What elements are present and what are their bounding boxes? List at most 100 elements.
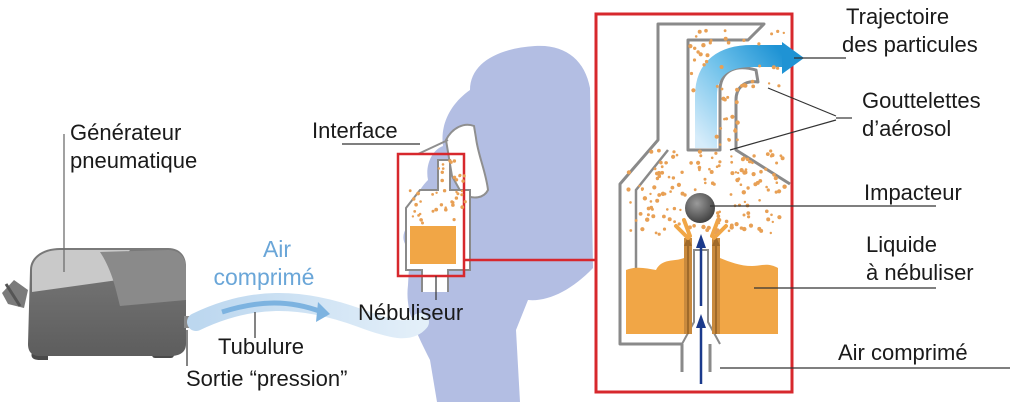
aerosol-droplet	[717, 217, 722, 223]
aerosol-droplet	[694, 35, 698, 38]
aerosol-droplet	[777, 84, 781, 88]
aerosol-droplet	[739, 183, 743, 186]
aerosol-droplet	[431, 193, 434, 196]
aerosol-droplet	[730, 114, 735, 119]
aerosol-droplet	[675, 153, 679, 157]
aerosol-droplet	[742, 83, 747, 88]
label-droplets-line2: d’aérosol	[862, 116, 952, 141]
aerosol-droplet	[730, 155, 733, 158]
aerosol-droplet	[626, 170, 632, 175]
aerosol-droplet	[672, 150, 676, 154]
aerosol-droplet	[742, 213, 746, 217]
aerosol-droplet	[758, 199, 761, 202]
aerosol-droplet	[413, 210, 417, 213]
aerosol-droplet	[759, 169, 763, 174]
aerosol-droplet	[782, 184, 787, 189]
aerosol-droplet	[773, 176, 778, 181]
aerosol-droplet	[688, 44, 693, 49]
aerosol-droplet	[719, 126, 723, 130]
aerosol-droplet	[671, 176, 676, 180]
aerosol-droplet	[640, 227, 645, 232]
aerosol-droplet	[642, 196, 648, 201]
aerosol-droplet	[689, 161, 693, 165]
label-particle-path-line2: des particules	[842, 32, 978, 57]
label-compressed-air-left-line2: comprimé	[213, 264, 315, 290]
aerosol-droplet	[456, 192, 460, 196]
aerosol-droplet	[657, 232, 661, 236]
aerosol-droplet	[638, 184, 641, 188]
label-generator-line2: pneumatique	[70, 148, 198, 173]
aerosol-droplet	[739, 168, 744, 173]
aerosol-droplet	[411, 215, 415, 218]
aerosol-droplet	[452, 159, 457, 163]
aerosol-droplet	[698, 52, 703, 57]
aerosol-droplet	[649, 192, 652, 196]
aerosol-droplet	[719, 65, 724, 69]
aerosol-droplet	[776, 66, 780, 70]
aerosol-droplet	[770, 32, 774, 36]
aerosol-droplet	[629, 201, 632, 204]
aerosol-droplet	[734, 100, 739, 105]
aerosol-droplet	[727, 229, 731, 233]
aerosol-droplet	[680, 191, 685, 196]
label-compressed-air-right: Air comprimé	[838, 340, 968, 365]
aerosol-droplet	[693, 188, 697, 192]
aerosol-droplet	[718, 143, 722, 146]
aerosol-droplet	[735, 178, 740, 183]
aerosol-droplet	[680, 170, 684, 174]
aerosol-droplet	[660, 165, 664, 169]
aerosol-droplet	[657, 193, 662, 197]
aerosol-droplet	[441, 163, 445, 166]
aerosol-droplet	[751, 84, 756, 89]
aerosol-droplet	[752, 154, 756, 158]
aerosol-droplet	[729, 223, 734, 228]
aerosol-droplet	[715, 228, 720, 233]
aerosol-droplet	[746, 186, 750, 190]
aerosol-droplet	[671, 154, 676, 159]
aerosol-droplet	[708, 41, 712, 45]
aerosol-droplet	[444, 207, 448, 212]
aerosol-droplet	[702, 63, 706, 67]
aerosol-droplet	[718, 210, 721, 214]
aerosol-droplet	[772, 173, 776, 177]
aerosol-droplet	[679, 208, 682, 212]
aerosol-droplet	[431, 209, 435, 213]
label-impactor: Impacteur	[864, 180, 962, 205]
aerosol-droplet	[439, 203, 444, 207]
aerosol-droplet	[777, 189, 782, 194]
aerosol-droplet	[735, 120, 740, 125]
aerosol-droplet	[736, 138, 739, 142]
aerosol-droplet	[714, 231, 717, 235]
aerosol-droplet	[757, 42, 761, 46]
aerosol-droplet	[742, 226, 747, 232]
particle-trajectory	[695, 45, 784, 148]
aerosol-droplet	[434, 207, 439, 212]
aerosol-droplet	[705, 53, 710, 58]
aerosol-droplet	[730, 160, 734, 164]
aerosol-droplet	[769, 149, 773, 153]
aerosol-droplet	[716, 214, 721, 218]
aerosol-droplet	[704, 28, 708, 33]
aerosol-droplet	[723, 36, 728, 41]
aerosol-droplet	[693, 46, 697, 50]
aerosol-droplet	[726, 95, 730, 99]
aerosol-droplet	[709, 39, 713, 42]
aerosol-droplet	[449, 160, 453, 164]
aerosol-droplet	[697, 29, 702, 34]
label-droplets-line1: Gouttelettes	[862, 88, 981, 113]
aerosol-droplet	[766, 188, 770, 192]
small-nebulizer	[396, 152, 596, 300]
aerosol-droplet	[715, 165, 719, 168]
aerosol-droplet	[775, 161, 779, 165]
aerosol-droplet	[755, 180, 760, 185]
aerosol-droplet	[666, 208, 669, 211]
aerosol-droplet	[662, 214, 666, 219]
aerosol-droplet	[729, 193, 733, 196]
aerosol-droplet	[746, 211, 751, 216]
aerosol-droplet	[703, 177, 707, 181]
aerosol-droplet	[634, 219, 638, 222]
aerosol-droplet	[451, 203, 455, 207]
aerosol-droplet	[704, 181, 707, 185]
aerosol-droplet	[408, 189, 412, 193]
aerosol-droplet	[461, 179, 465, 183]
